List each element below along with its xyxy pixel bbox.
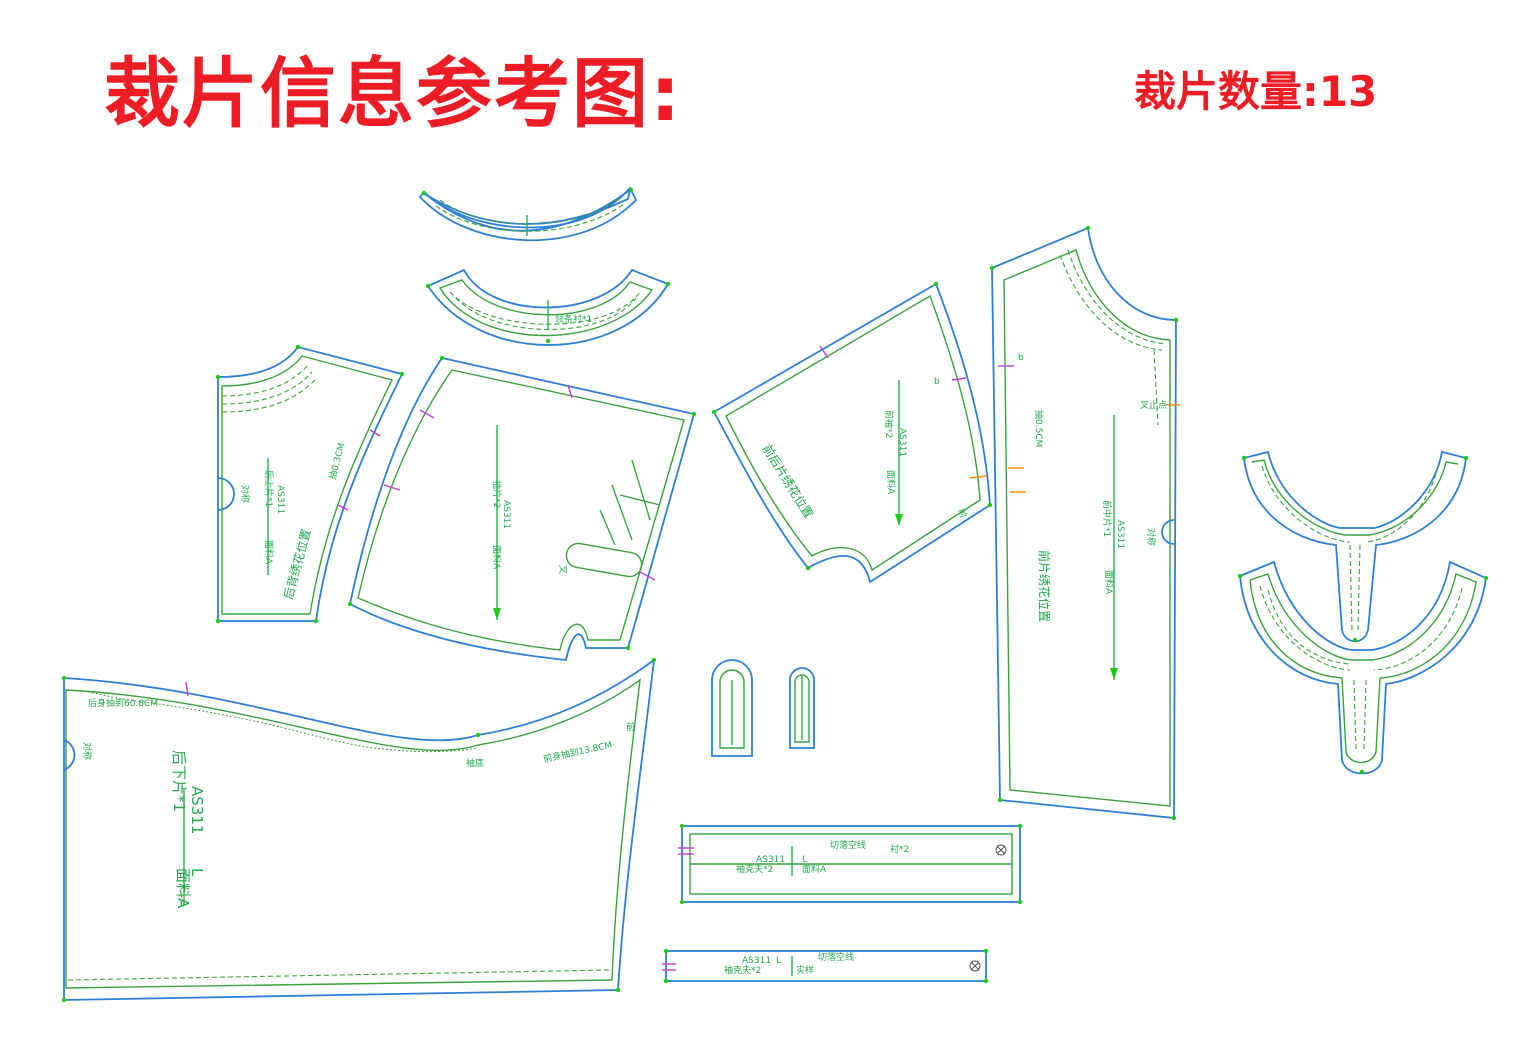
- front-yoke-piece: 前袖*2 AS311 面料A 前后片绣花位置 b 前: [711, 281, 993, 584]
- back-panel-style: AS311: [188, 786, 206, 834]
- cuff-piece-2: 切落空线 AS311 L 袖克夫*2 实样: [662, 948, 989, 984]
- back-panel-fabric: 面料A: [174, 868, 192, 909]
- button-mark-icon: [969, 960, 981, 972]
- back-panel-edge-note: 对称: [81, 742, 93, 760]
- tab-piece-1: [711, 659, 753, 757]
- cuff-1-lining: 衬*2: [890, 843, 909, 855]
- cuff-2-note: 切落空线: [818, 951, 854, 963]
- back-upper-ease: 抽0.3CM: [326, 442, 347, 481]
- collar-mid-piece: 领条衬*1: [425, 268, 671, 346]
- front-yoke-name: 前袖*2: [883, 410, 895, 438]
- front-panel-edge-note: 对称: [1145, 528, 1157, 546]
- cuff-piece-1: 切落空线 衬*2 AS311 L 袖克夫*2 面料A: [678, 823, 1023, 905]
- front-yoke-fabric: 面料A: [885, 470, 897, 495]
- front-panel-name: 前中片*1: [1101, 500, 1113, 537]
- back-upper-style: AS311: [275, 485, 285, 514]
- cuff-1-size: L: [802, 855, 807, 865]
- cuff-2-style: AS311: [742, 956, 771, 966]
- sleeve-style: AS311: [501, 500, 511, 529]
- front-yoke-mark: b: [934, 377, 940, 387]
- back-panel-ease-front: 前身抽到13.8CM: [542, 739, 613, 765]
- back-upper-name: 后上片*1: [263, 470, 275, 507]
- collar-top-cut-line: [423, 187, 632, 232]
- cuff-1-fabric: 面料A: [802, 863, 827, 875]
- front-yoke-cut-line: [712, 282, 991, 584]
- button-mark-icon: [995, 844, 1007, 856]
- back-panel-side-note: 袖底: [466, 757, 484, 769]
- back-upper-piece: 后上片*1 AS311 面料A 后背绣花位置 抽0.3CM 对称: [215, 344, 405, 624]
- front-panel-cut-line: [991, 226, 1177, 819]
- back-upper-edge-note: 对称: [239, 485, 251, 503]
- cuff-2-fabric: 实样: [796, 964, 814, 976]
- back-panel-name: 后下片*1: [170, 750, 188, 812]
- back-panel-cut-line: [63, 658, 656, 1001]
- front-panel-style: AS311: [1115, 520, 1125, 549]
- cuff-1-note: 切落空线: [830, 839, 866, 851]
- back-panel-size: L: [188, 868, 206, 877]
- front-panel-piece: 前中片*1 AS311 面料A 前片绣花位置 抽0.5CM 叉止点 对称 b: [989, 225, 1180, 821]
- tab-piece-2: [789, 667, 815, 749]
- front-panel-ease: 抽0.5CM: [1033, 410, 1045, 447]
- back-panel-piece: 后身抽到60.8CM 前身抽到13.8CM 袖底 前 对称 后下片*1 AS31…: [61, 657, 657, 1003]
- back-upper-fabric: 面料A: [263, 540, 275, 565]
- piece-count: 裁片数量:13: [1134, 67, 1378, 116]
- cuff-1-style: AS311: [756, 855, 785, 865]
- back-upper-embroidery: 后背绣花位置: [280, 527, 313, 600]
- front-panel-mark: b: [1018, 353, 1024, 363]
- collar-top-piece: [418, 186, 638, 242]
- sleeve-name: 袖片*2: [491, 480, 503, 508]
- front-panel-slit: 叉止点: [1140, 399, 1167, 411]
- sleeve-side-note: 叉: [557, 565, 568, 574]
- back-panel-front-mark: 前: [626, 721, 635, 733]
- cuff-1-name: 袖克夫*2: [736, 863, 773, 875]
- placket-collar-2: [1237, 560, 1489, 775]
- front-yoke-style: AS311: [897, 428, 907, 457]
- placket-collar-1: [1241, 450, 1469, 643]
- collar-mid-label: 领条衬*1: [555, 313, 592, 325]
- cuff-2-size: L: [776, 956, 781, 966]
- front-panel-fabric: 面料A: [1103, 570, 1115, 595]
- front-panel-embroidery: 前片绣花位置: [1037, 550, 1052, 622]
- back-panel-ease-back: 后身抽到60.8CM: [88, 697, 158, 709]
- page-title: 裁片信息参考图:: [104, 49, 683, 138]
- sleeve-cut-line: [348, 356, 696, 661]
- cuff-2-name: 袖克夫*2: [724, 964, 761, 976]
- front-yoke-front-mark: 前: [955, 507, 969, 520]
- sleeve-fabric: 面料A: [491, 545, 503, 570]
- sleeve-piece: 袖片*2 AS311 面料A 叉: [347, 355, 697, 661]
- back-upper-cut-line: [217, 345, 404, 622]
